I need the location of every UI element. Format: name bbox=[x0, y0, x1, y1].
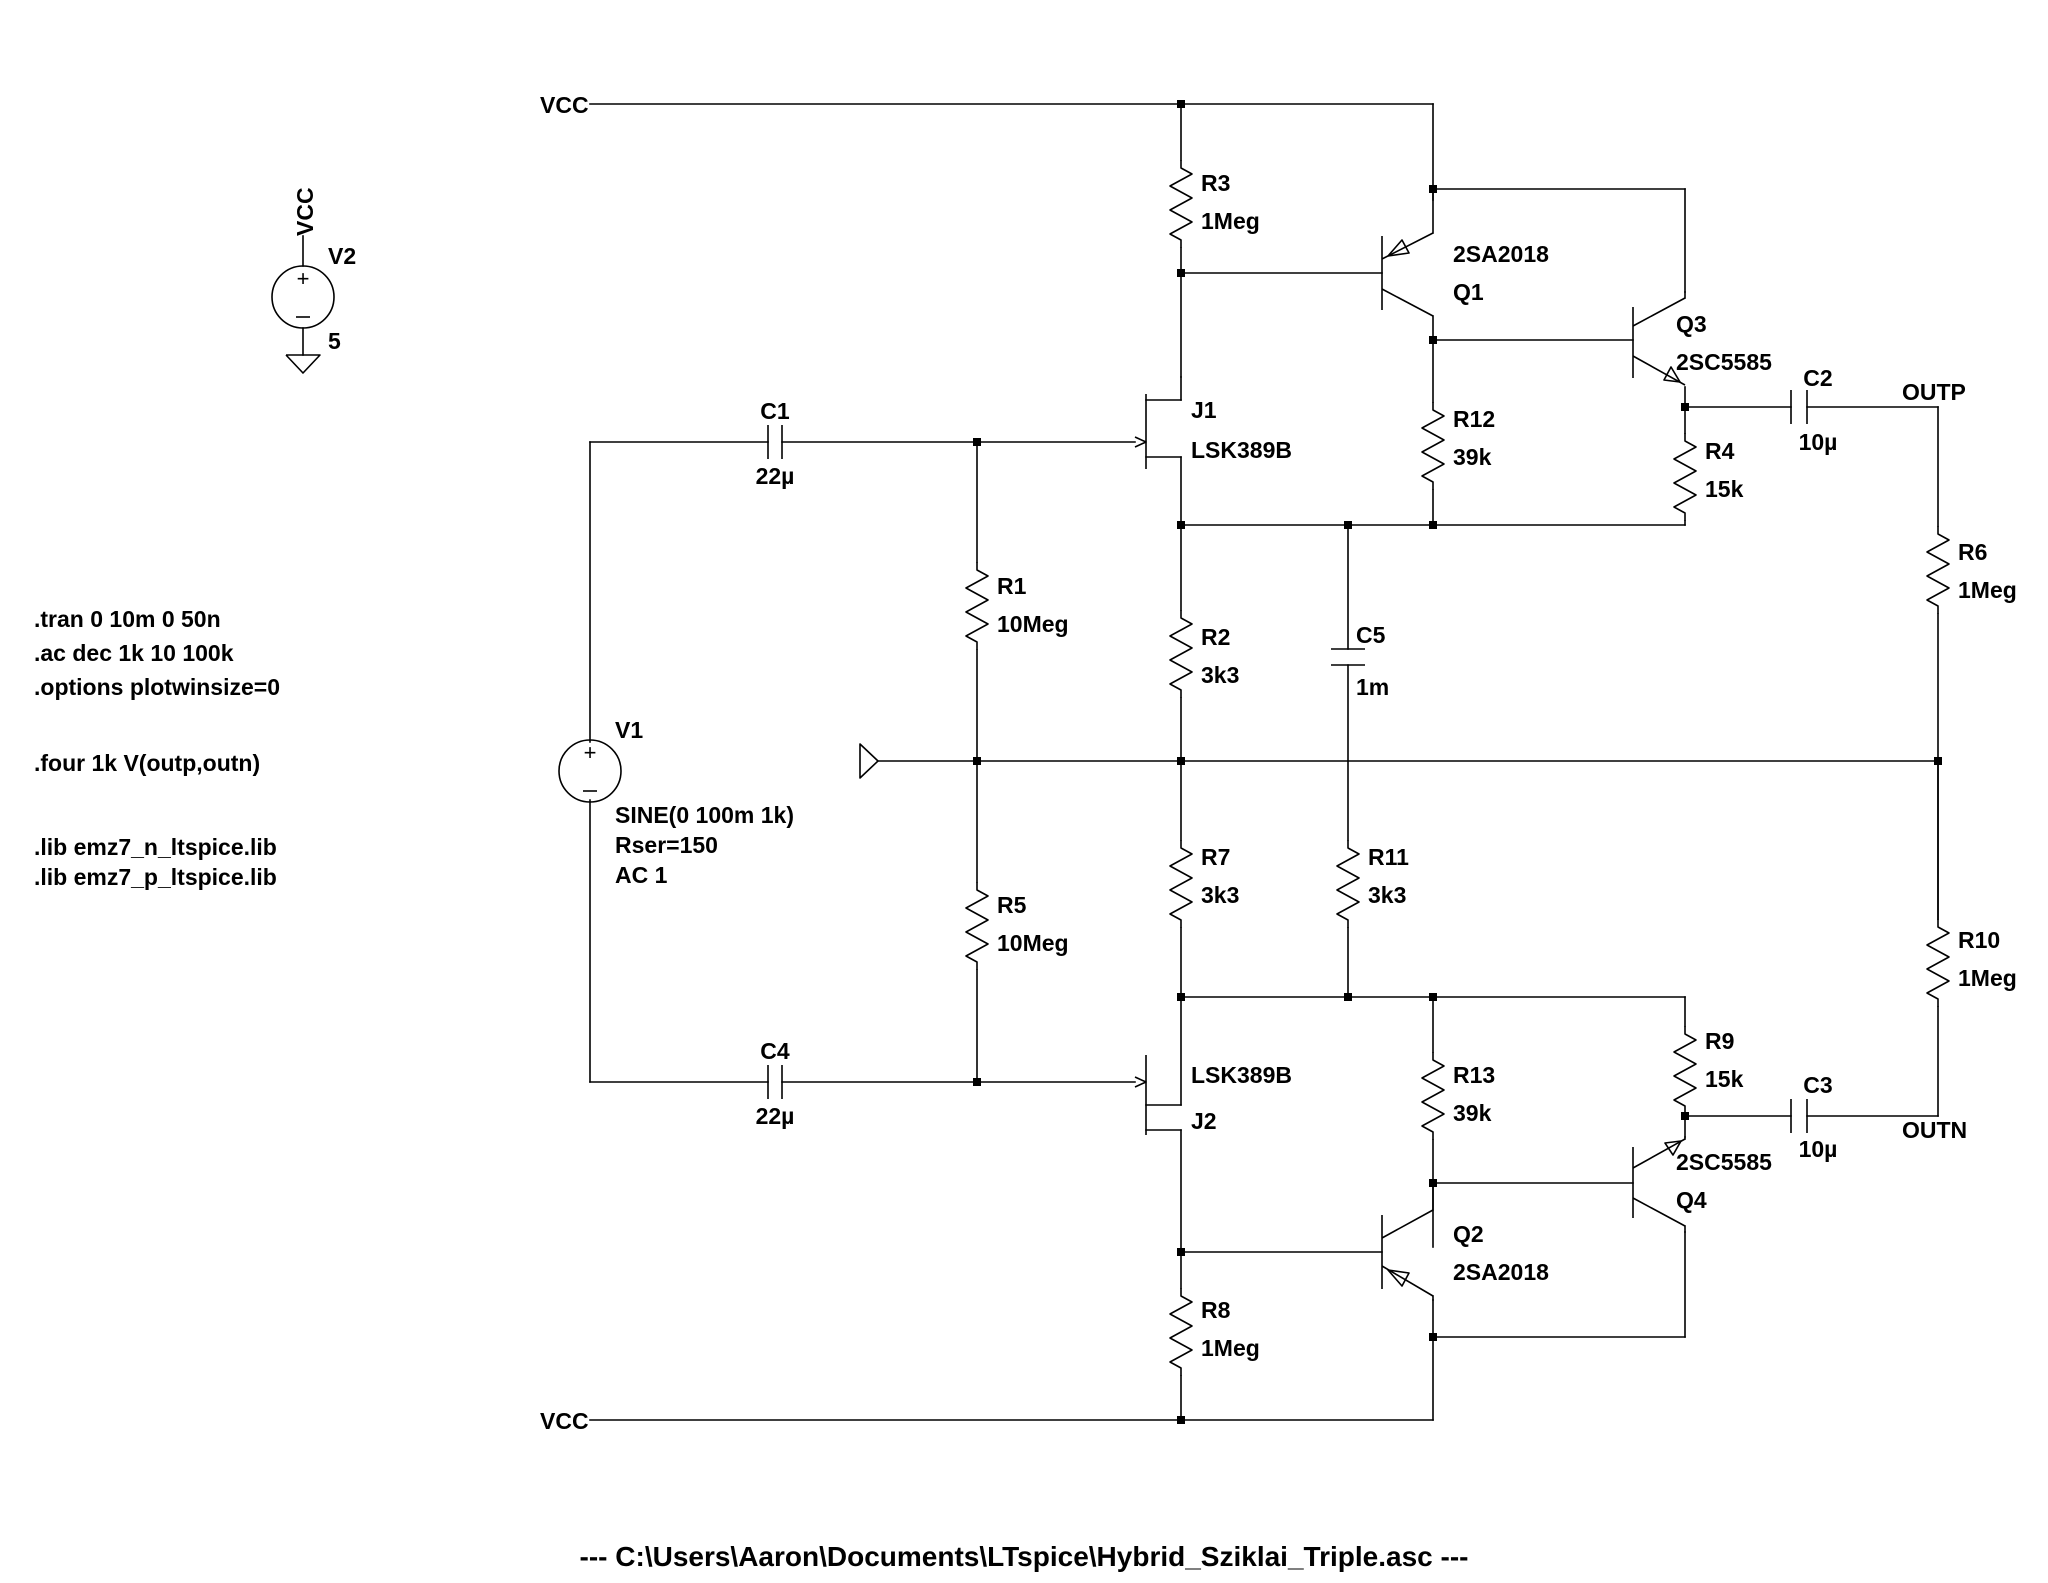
j2-value: LSK389B bbox=[1191, 1062, 1292, 1088]
v2-value: 5 bbox=[328, 328, 341, 354]
r13-value: 39k bbox=[1453, 1100, 1492, 1126]
jfet-j2[interactable] bbox=[1134, 1055, 1182, 1135]
j1-name: J1 bbox=[1191, 397, 1217, 423]
j1-value: LSK389B bbox=[1191, 437, 1292, 463]
directive-lib-n[interactable]: .lib emz7_n_ltspice.lib bbox=[34, 834, 277, 860]
q4-value: 2SC5585 bbox=[1676, 1149, 1772, 1175]
r7-value: 3k3 bbox=[1201, 882, 1239, 908]
r13-name: R13 bbox=[1453, 1062, 1495, 1088]
c2-value: 10µ bbox=[1799, 429, 1838, 455]
q3-name: Q3 bbox=[1676, 311, 1707, 337]
q1-value: 2SA2018 bbox=[1453, 241, 1549, 267]
r4-value: 15k bbox=[1705, 476, 1744, 502]
j2-name: J2 bbox=[1191, 1108, 1217, 1134]
net-label-vcc-bottom: VCC bbox=[540, 1408, 589, 1434]
directive-lib-p[interactable]: .lib emz7_p_ltspice.lib bbox=[34, 864, 277, 890]
resistor-r2[interactable] bbox=[1169, 609, 1193, 699]
spice-directives: .tran 0 10m 0 50n .ac dec 1k 10 100k .op… bbox=[34, 606, 280, 890]
svg-text:+: + bbox=[297, 266, 310, 291]
r9-name: R9 bbox=[1705, 1028, 1734, 1054]
v1-value-line-3: AC 1 bbox=[615, 862, 668, 888]
r12-value: 39k bbox=[1453, 444, 1492, 470]
r8-value: 1Meg bbox=[1201, 1335, 1260, 1361]
c2-name: C2 bbox=[1803, 365, 1832, 391]
r1-value: 10Meg bbox=[997, 611, 1069, 637]
net-label-vcc-top: VCC bbox=[540, 92, 589, 118]
v1-name: V1 bbox=[615, 717, 643, 743]
c4-value: 22µ bbox=[756, 1103, 795, 1129]
capacitor-c3[interactable] bbox=[1790, 1099, 1808, 1133]
resistor-r1[interactable] bbox=[965, 561, 989, 651]
q2-name: Q2 bbox=[1453, 1221, 1484, 1247]
r7-name: R7 bbox=[1201, 844, 1230, 870]
capacitor-c5[interactable] bbox=[1331, 648, 1365, 666]
q2-value: 2SA2018 bbox=[1453, 1259, 1549, 1285]
c1-value: 22µ bbox=[756, 463, 795, 489]
r4-name: R4 bbox=[1705, 438, 1735, 464]
r5-value: 10Meg bbox=[997, 930, 1069, 956]
capacitor-c4[interactable] bbox=[767, 1065, 783, 1099]
r3-name: R3 bbox=[1201, 170, 1230, 196]
resistor-r3[interactable] bbox=[1169, 159, 1193, 249]
v1-value-line-2: Rser=150 bbox=[615, 832, 718, 858]
capacitor-c1[interactable] bbox=[767, 425, 783, 459]
resistor-r8[interactable] bbox=[1169, 1287, 1193, 1377]
r3-value: 1Meg bbox=[1201, 208, 1260, 234]
resistor-r13[interactable] bbox=[1421, 1051, 1445, 1141]
directive-ac[interactable]: .ac dec 1k 10 100k bbox=[34, 640, 234, 666]
net-label-outn: OUTN bbox=[1902, 1117, 1967, 1143]
transistor-q2[interactable] bbox=[1381, 1182, 1434, 1301]
r9-value: 15k bbox=[1705, 1066, 1744, 1092]
r8-name: R8 bbox=[1201, 1297, 1231, 1323]
r11-value: 3k3 bbox=[1368, 882, 1406, 908]
resistor-r12[interactable] bbox=[1421, 401, 1445, 491]
c3-name: C3 bbox=[1803, 1072, 1832, 1098]
v2-name: V2 bbox=[328, 243, 356, 269]
transistor-q1[interactable] bbox=[1381, 188, 1434, 341]
r2-value: 3k3 bbox=[1201, 662, 1239, 688]
r5-name: R5 bbox=[997, 892, 1027, 918]
r6-name: R6 bbox=[1958, 539, 1987, 565]
q4-name: Q4 bbox=[1676, 1187, 1707, 1213]
resistor-r6[interactable] bbox=[1926, 525, 1950, 615]
c1-name: C1 bbox=[760, 398, 790, 424]
wires bbox=[589, 103, 1939, 1421]
c4-name: C4 bbox=[760, 1038, 790, 1064]
resistor-r11[interactable] bbox=[1336, 839, 1360, 929]
v1-value-line-1: SINE(0 100m 1k) bbox=[615, 802, 794, 828]
c5-value: 1m bbox=[1356, 674, 1389, 700]
net-label-outp: OUTP bbox=[1902, 379, 1966, 405]
directive-options[interactable]: .options plotwinsize=0 bbox=[34, 674, 280, 700]
r2-name: R2 bbox=[1201, 624, 1230, 650]
r10-name: R10 bbox=[1958, 927, 2000, 953]
resistor-r4[interactable] bbox=[1673, 432, 1697, 522]
voltage-source-v2[interactable]: + bbox=[271, 235, 335, 374]
ground-symbol[interactable] bbox=[859, 743, 879, 779]
r10-value: 1Meg bbox=[1958, 965, 2017, 991]
directive-tran[interactable]: .tran 0 10m 0 50n bbox=[34, 606, 221, 632]
resistor-r10[interactable] bbox=[1926, 918, 1950, 1008]
r12-name: R12 bbox=[1453, 406, 1495, 432]
transistor-q4[interactable] bbox=[1632, 1136, 1686, 1233]
file-path-title: --- C:\Users\Aaron\Documents\LTspice\Hyb… bbox=[580, 1541, 1469, 1572]
c3-value: 10µ bbox=[1799, 1136, 1838, 1162]
transistor-q3[interactable] bbox=[1632, 291, 1686, 386]
voltage-source-v1[interactable]: + bbox=[558, 739, 622, 803]
c5-name: C5 bbox=[1356, 622, 1386, 648]
resistor-r9[interactable] bbox=[1673, 1025, 1697, 1115]
jfet-j1[interactable] bbox=[1134, 376, 1182, 469]
capacitor-c2[interactable] bbox=[1790, 390, 1808, 424]
directive-four[interactable]: .four 1k V(outp,outn) bbox=[34, 750, 260, 776]
net-label-vcc-supply: VCC bbox=[292, 187, 318, 236]
r11-name: R11 bbox=[1368, 844, 1409, 870]
svg-text:+: + bbox=[584, 740, 597, 765]
r6-value: 1Meg bbox=[1958, 577, 2017, 603]
r1-name: R1 bbox=[997, 573, 1027, 599]
q1-name: Q1 bbox=[1453, 279, 1484, 305]
q3-value: 2SC5585 bbox=[1676, 349, 1772, 375]
resistor-r5[interactable] bbox=[965, 881, 989, 971]
resistor-r7[interactable] bbox=[1169, 839, 1193, 929]
